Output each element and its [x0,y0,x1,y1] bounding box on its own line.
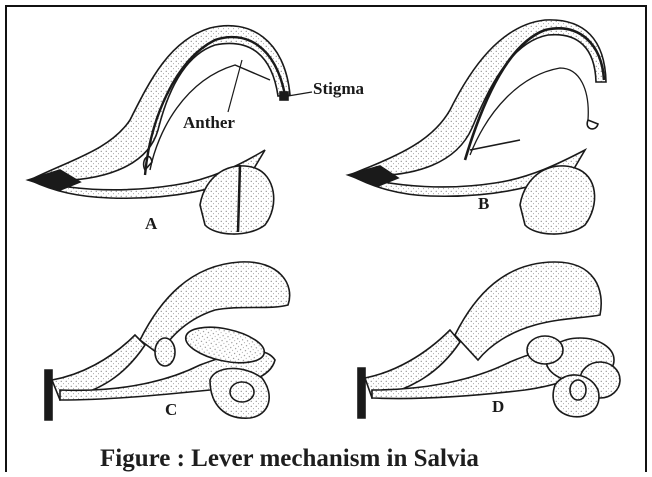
figure-caption: Figure : Lever mechanism in Salvia [100,445,479,473]
flower-a [28,26,312,234]
panel-letter-a: A [145,214,157,234]
flower-b [348,20,606,234]
flower-d-lower-lobe [553,375,599,417]
panel-letter-b: B [478,194,489,214]
panel-letter-c: C [165,400,177,420]
panel-letter-d: D [492,397,504,417]
anther-label: Anther [183,113,235,133]
flower-d [358,262,620,418]
flower-c [45,262,290,420]
flower-c-stem [45,370,52,420]
flower-d-stem [358,368,365,418]
flower-c-anther [183,321,268,369]
flower-b-upper-lip [350,20,606,176]
stigma-label: Stigma [313,79,364,99]
flower-c-lower-lobe [210,368,269,418]
